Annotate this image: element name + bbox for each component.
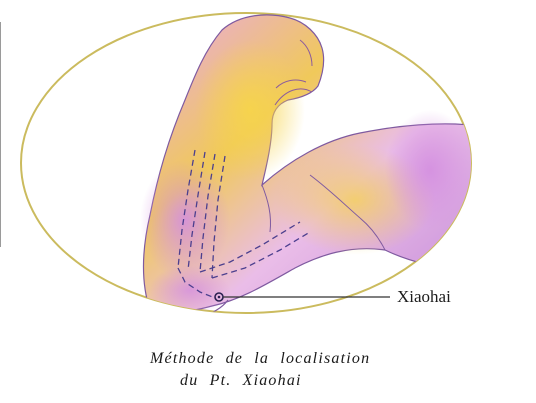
figure-caption: Méthode de la localisation du Pt. Xiaoha…	[150, 348, 530, 392]
point-label: Xiaohai	[397, 287, 451, 307]
caption-line-1: Méthode de la localisation	[150, 350, 370, 367]
caption-line-2: du Pt. Xiaohai	[150, 370, 530, 392]
